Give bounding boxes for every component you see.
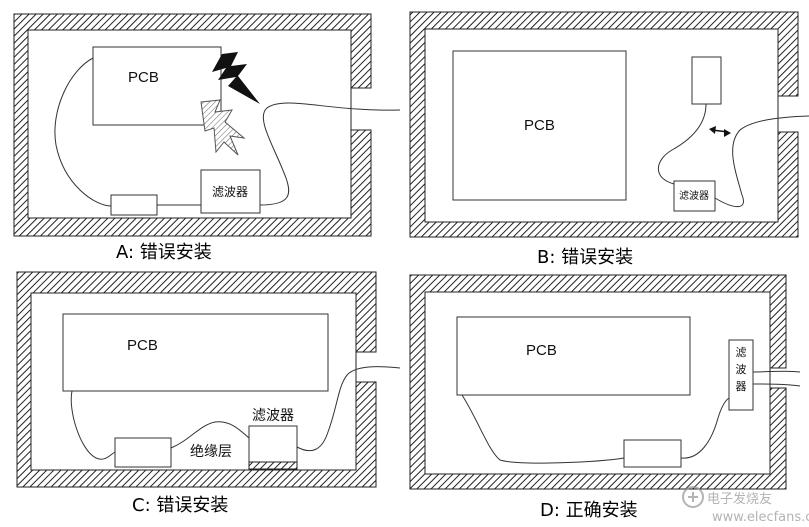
watermark-logo-mark [688,492,698,502]
watermark-url: www.elecfans.com [712,510,809,525]
panel-c-pcb-label: PCB [127,337,158,354]
watermark: 电子发烧友 www.elecfans.com [682,486,809,525]
panel-a-pcb [92,46,222,126]
panel-c-caption: C: 错误安装 [132,495,228,516]
panel-d-filter-char-2: 波 [736,363,747,376]
panel-c-cable-mid [170,421,250,449]
panel-c-cable-in [70,390,116,460]
panel-c: PCB 滤波器 绝缘层 C: 错误安装 [16,271,401,516]
panel-d-pcb [456,316,691,396]
panel-a-cable-in [54,57,112,207]
panel-b-module [691,56,722,105]
panel-b-pcb-label: PCB [524,117,555,134]
panel-d-wall-filter [728,339,754,411]
panel-a-pcb-label: PCB [128,69,159,86]
panel-d-cable-in [461,394,625,464]
panel-b-coupling-arrowhead-left [709,126,716,134]
panel-a: PCB 滤波器 A: 错误安装 [13,13,401,263]
panel-d-filter-char-3: 器 [736,380,747,393]
panel-d-caption: D: 正确安装 [540,500,638,521]
panel-b-filter-label: 滤波器 [679,189,709,202]
panel-b-pcb [452,50,627,201]
panel-a-filter [200,169,261,214]
panel-c-insulation-pad [248,461,298,470]
panel-a-lightning-icon [212,52,260,104]
panel-d-enclosure [409,274,787,490]
panel-b-filter [673,180,716,212]
panel-d-external-cable [752,370,801,373]
panel-d-connector [623,439,682,468]
panel-c-enclosure [16,271,377,488]
panel-a-connector [110,194,158,216]
panel-a-induced-lightning-icon [200,99,246,156]
watermark-logo-icon [682,486,704,508]
panel-b-enclosure [409,11,799,238]
panel-d-cable-out [680,397,730,459]
panel-a-caption: A: 错误安装 [116,242,212,263]
panel-c-insulation-label: 绝缘层 [190,444,232,460]
panel-a-cable-out [259,102,401,206]
panel-b-caption: B: 错误安装 [537,247,633,268]
panel-b-cable-in [657,103,707,185]
panel-b-coupling-arrowhead-right [724,129,731,137]
panel-b-cable-out [714,115,809,208]
panel-c-cable-out [296,366,401,452]
watermark-brand: 电子发烧友 [707,491,772,507]
panel-d-pcb-label: PCB [526,342,557,359]
panel-c-pcb [62,313,329,392]
panel-d: PCB 滤 波 器 D: 正确安装 [409,274,801,521]
panel-c-connector [114,437,172,468]
panel-d-external-cable-2 [752,383,801,387]
panel-b: PCB 滤波器 B: 错误安装 [409,11,809,268]
panel-c-filter [248,425,298,463]
panel-c-filter-label: 滤波器 [252,408,294,424]
panel-d-filter-char-1: 滤 [736,346,747,359]
panel-a-filter-label: 滤波器 [212,185,248,199]
